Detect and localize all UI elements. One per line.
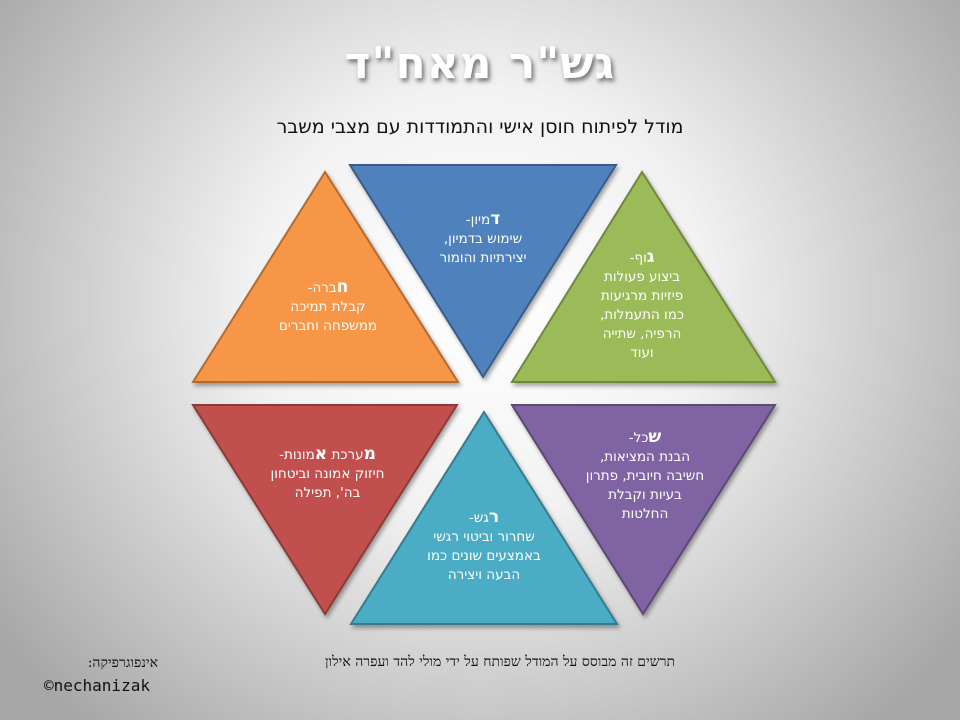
segment-emuna-heading-mid: ערכת bbox=[327, 447, 364, 463]
segment-chevra-line: קבלת תמיכה bbox=[290, 299, 366, 315]
segment-guf-heading-rest: וף- bbox=[629, 250, 647, 266]
segment-dimyon-line: יצירתיות והומור bbox=[439, 250, 527, 266]
segment-sechel-heading-rest: כל- bbox=[628, 430, 649, 446]
segment-emuna-letter-1: מ bbox=[363, 444, 376, 464]
source-note: תרשים זה מבוסס על המודל שפותח על ידי מול… bbox=[324, 654, 676, 670]
segment-dimyon-letter: ד bbox=[490, 209, 501, 229]
segment-dimyon-heading-rest: מיון- bbox=[465, 212, 491, 228]
segment-chevra-label: חברה- קבלת תמיכה ממשפחה וחברים bbox=[258, 278, 398, 336]
triangle-chevra bbox=[191, 170, 460, 383]
segment-sechel-line: חשיבה חיובית, פתרון bbox=[585, 468, 705, 484]
credit-handle: ©nechanizak bbox=[44, 676, 150, 695]
page-subtitle: מודל לפיתוח חוסן אישי והתמודדות עם מצבי … bbox=[276, 116, 684, 138]
segment-guf-line: ועוד bbox=[630, 345, 654, 361]
segment-guf-line: פיזיות מרגיעות bbox=[600, 288, 684, 304]
segment-regesh-line: שחרור וביטוי רגשי bbox=[433, 529, 535, 545]
triangle-sechel bbox=[510, 404, 777, 616]
segment-sechel-line: החלטות bbox=[621, 506, 669, 522]
segment-guf-line: הרפיה, שתייה bbox=[602, 326, 682, 342]
segment-dimyon-heading: דמיון- bbox=[408, 210, 558, 230]
segment-sechel-heading: שכל- bbox=[565, 428, 725, 448]
segment-emuna-line: חיזוק אמונה וביטחון bbox=[270, 466, 385, 482]
segment-emuna-heading-rest: מונות- bbox=[279, 447, 315, 463]
segment-emuna-line: בה', תפילה bbox=[294, 485, 361, 501]
page-title: גש"ר מאח"ד bbox=[344, 38, 616, 89]
segment-emuna-heading: מערכת אמונות- bbox=[245, 445, 410, 465]
segment-regesh-line: באמצעים שונים כמו bbox=[427, 548, 541, 564]
segment-sechel-line: בעיות וקבלת bbox=[608, 487, 682, 503]
segment-regesh-letter: ר bbox=[488, 507, 500, 527]
triangle-emuna bbox=[191, 404, 459, 616]
segment-guf-heading: גוף- bbox=[572, 248, 712, 268]
segment-sechel-line: הבנת המציאות, bbox=[599, 449, 691, 465]
segment-regesh-heading: רגש- bbox=[404, 508, 564, 528]
segment-guf-label: גוף- ביצוע פעולות פיזיות מרגיעות כמו התע… bbox=[572, 248, 712, 363]
segment-guf-line: ביצוע פעולות bbox=[603, 269, 681, 285]
segment-chevra-letter: ח bbox=[336, 277, 349, 297]
segment-regesh-heading-rest: גש- bbox=[468, 510, 489, 526]
segment-emuna-label: מערכת אמונות- חיזוק אמונה וביטחון בה', ת… bbox=[245, 445, 410, 503]
segment-sechel-label: שכל- הבנת המציאות, חשיבה חיובית, פתרון ב… bbox=[565, 428, 725, 524]
segment-guf-letter: ג bbox=[646, 247, 655, 267]
segment-regesh-line: הבעה ויצירה bbox=[447, 567, 521, 583]
segment-dimyon-label: דמיון- שימוש בדמיון, יצירתיות והומור bbox=[408, 210, 558, 268]
triangle-dimyon bbox=[348, 164, 618, 379]
segment-emuna-letter-2: א bbox=[314, 444, 328, 464]
segment-dimyon-line: שימוש בדמיון, bbox=[443, 231, 523, 247]
triangle-regesh bbox=[349, 410, 619, 625]
segment-guf-line: כמו התעמלות, bbox=[599, 307, 685, 323]
segment-sechel-letter: ש bbox=[648, 427, 662, 447]
credit-label: אינפוגרפיקה: bbox=[87, 655, 158, 671]
segment-chevra-line: ממשפחה וחברים bbox=[278, 318, 378, 334]
segment-chevra-heading: חברה- bbox=[258, 278, 398, 298]
segment-chevra-heading-rest: ברה- bbox=[307, 280, 337, 296]
segment-regesh-label: רגש- שחרור וביטוי רגשי באמצעים שונים כמו… bbox=[404, 508, 564, 585]
triangle-guf bbox=[510, 170, 777, 383]
